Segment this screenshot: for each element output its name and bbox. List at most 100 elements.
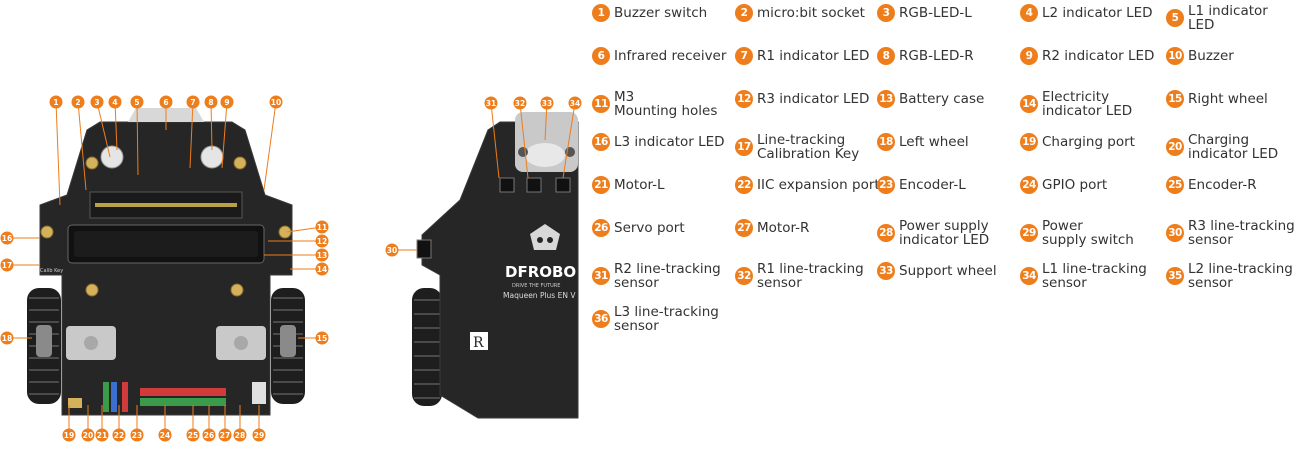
legend-label: R2 indicator LED <box>1042 48 1155 64</box>
callout-16: 16 <box>0 231 14 245</box>
svg-text:4: 4 <box>112 98 117 107</box>
callout-3: 3 <box>90 95 104 109</box>
callout-12: 12 <box>315 234 329 248</box>
legend-label: L2 indicator LED <box>1042 5 1153 21</box>
legend-label: Buzzer switch <box>614 5 708 21</box>
legend-label: Buzzer <box>1188 48 1234 64</box>
legend-number-badge: 28 <box>877 224 895 242</box>
svg-text:23: 23 <box>132 431 142 440</box>
legend-label: Battery case <box>899 91 985 107</box>
legend-label: Servo port <box>614 220 685 236</box>
rgb-led-left <box>100 145 124 169</box>
callout-22: 22 <box>112 428 126 442</box>
legend-label: L3 line-tracking sensor <box>614 304 719 334</box>
legend-label: RGB-LED-R <box>899 48 974 64</box>
callout-20: 20 <box>81 428 95 442</box>
legend-label: Support wheel <box>899 263 997 279</box>
legend-label: Motor-L <box>614 177 665 193</box>
svg-text:12: 12 <box>317 237 327 246</box>
legend-label: R2 line-tracking sensor <box>614 261 721 291</box>
callout-17: 17 <box>0 258 14 272</box>
callout-1: 1 <box>49 95 63 109</box>
legend-label: R3 indicator LED <box>757 91 870 107</box>
left-board: Calib Key <box>27 108 305 416</box>
model-name: Maqueen Plus EN V <box>503 291 576 300</box>
callout-28: 28 <box>233 428 247 442</box>
svg-text:28: 28 <box>235 431 245 440</box>
svg-text:2: 2 <box>75 98 80 107</box>
calib-key-silk: Calib Key <box>40 268 63 274</box>
legend-number-badge: 16 <box>592 133 610 151</box>
legend-number-badge: 12 <box>735 90 753 108</box>
legend-number-badge: 26 <box>592 219 610 237</box>
svg-text:15: 15 <box>317 334 327 343</box>
svg-text:16: 16 <box>2 234 12 243</box>
svg-text:24: 24 <box>160 431 170 440</box>
left-wheel <box>27 288 61 404</box>
legend-number-badge: 19 <box>1020 133 1038 151</box>
callout-8: 8 <box>204 95 218 109</box>
svg-text:17: 17 <box>2 261 12 270</box>
svg-text:29: 29 <box>254 431 264 440</box>
legend-number-badge: 35 <box>1166 267 1184 285</box>
callout-21: 21 <box>95 428 109 442</box>
legend-label: micro:bit socket <box>757 5 865 21</box>
legend-label: R1 indicator LED <box>757 48 870 64</box>
brand-tagline: DRIVE THE FUTURE <box>512 283 560 289</box>
legend-label: Power supply indicator LED <box>899 218 990 248</box>
legend-number-badge: 33 <box>877 262 895 280</box>
side-mark: R <box>473 335 484 351</box>
legend-number-badge: 9 <box>1020 47 1038 65</box>
legend-number-badge: 34 <box>1020 267 1038 285</box>
svg-text:6: 6 <box>163 98 168 107</box>
legend-number-badge: 3 <box>877 4 895 22</box>
callout-30: 30 <box>385 243 399 257</box>
svg-text:3: 3 <box>94 98 99 107</box>
svg-text:10: 10 <box>271 98 281 107</box>
callout-9: 9 <box>220 95 234 109</box>
callout-26: 26 <box>202 428 216 442</box>
callout-10: 10 <box>269 95 283 109</box>
legend-number-badge: 30 <box>1166 224 1184 242</box>
legend-label: R3 line-tracking sensor <box>1188 218 1295 248</box>
callout-25: 25 <box>186 428 200 442</box>
svg-text:34: 34 <box>570 99 580 108</box>
callout-2: 2 <box>71 95 85 109</box>
svg-text:7: 7 <box>190 98 195 107</box>
callout-29: 29 <box>252 428 266 442</box>
callout-27: 27 <box>218 428 232 442</box>
svg-text:22: 22 <box>114 431 124 440</box>
legend-label: Left wheel <box>899 134 969 150</box>
legend-number-badge: 22 <box>735 176 753 194</box>
legend-number-badge: 29 <box>1020 224 1038 242</box>
callout-15: 15 <box>315 331 329 345</box>
brand-logo: DFROBO <box>505 263 576 281</box>
legend-number-badge: 6 <box>592 47 610 65</box>
legend-number-badge: 15 <box>1166 90 1184 108</box>
legend-number-badge: 27 <box>735 219 753 237</box>
callout-5: 5 <box>130 95 144 109</box>
svg-text:33: 33 <box>542 99 552 108</box>
callout-31: 31 <box>484 96 498 110</box>
